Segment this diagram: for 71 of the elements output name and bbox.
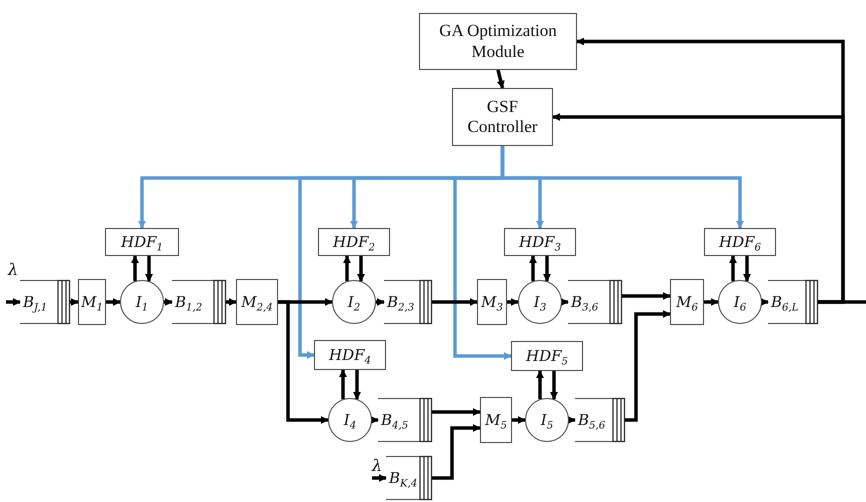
buffer-label: B$_{J,1}$ <box>22 293 48 311</box>
process-circle: I$_{3}$ <box>518 280 562 324</box>
queue-buffer <box>20 280 70 324</box>
arrow <box>512 416 526 424</box>
process-box: HDF$_{4}$ <box>314 340 386 370</box>
process-circle: I$_{5}$ <box>525 398 569 442</box>
process-box: M$_{6}$ <box>670 279 704 325</box>
arrow <box>343 255 351 282</box>
arrow <box>760 298 769 306</box>
process-circle: I$_{4}$ <box>328 398 372 442</box>
arrow <box>625 310 671 422</box>
arrow <box>131 255 139 282</box>
arrow <box>550 371 558 400</box>
queue-buffer <box>172 280 226 324</box>
process-box: HDF$_{2}$ <box>318 228 390 256</box>
arrow <box>145 256 153 282</box>
queue-buffer <box>768 280 818 324</box>
process-box: HDF$_{3}$ <box>504 228 576 256</box>
arrow <box>376 298 385 306</box>
queue-buffer <box>378 398 432 442</box>
arrow <box>432 298 478 306</box>
arrow <box>353 370 361 400</box>
buffer-label: B$_{4,5}$ <box>380 411 408 429</box>
arrow <box>357 256 365 282</box>
queue-buffer <box>575 398 625 442</box>
connector-line <box>818 300 866 304</box>
arrow <box>543 256 551 282</box>
arrow <box>496 70 505 89</box>
process-box: GA Optimization Module <box>419 13 577 70</box>
edge-label: λ <box>372 458 382 474</box>
process-circle: I$_{6}$ <box>718 280 762 324</box>
queue-buffer <box>384 280 432 324</box>
arrow <box>729 255 737 282</box>
queue-buffer <box>568 280 622 324</box>
process-box: M$_{5}$ <box>480 397 512 443</box>
queue-buffer <box>386 456 432 500</box>
arrow <box>370 416 379 424</box>
arrow <box>164 298 173 306</box>
arrow <box>432 424 481 480</box>
process-box: M$_{1}$ <box>78 279 106 325</box>
arrow <box>70 298 79 306</box>
arrow <box>226 298 237 306</box>
process-circle: I$_{2}$ <box>332 280 376 324</box>
arrow <box>560 298 569 306</box>
arrow <box>278 300 329 424</box>
arrow <box>6 298 21 306</box>
process-box: M$_{3}$ <box>477 279 507 325</box>
arrow <box>529 255 537 282</box>
buffer-label: B$_{1,2}$ <box>174 293 202 311</box>
buffer-label: B$_{2,3}$ <box>386 293 414 311</box>
arrow <box>432 408 481 416</box>
process-box: HDF$_{5}$ <box>511 341 583 371</box>
buffer-label: B$_{5,6}$ <box>576 411 606 429</box>
arrow <box>568 416 576 424</box>
arrow <box>507 298 519 306</box>
buffer-label: B$_{3,6}$ <box>570 293 598 311</box>
arrow <box>743 256 751 282</box>
process-box: HDF$_{6}$ <box>704 228 776 256</box>
process-box: HDF$_{1}$ <box>105 228 179 256</box>
buffer-label: B$_{K,4}$ <box>388 469 418 487</box>
arrow <box>536 370 544 400</box>
arrow <box>704 298 719 306</box>
process-box: M$_{2,4}$ <box>236 279 278 325</box>
arrow <box>622 292 671 300</box>
buffer-label: B$_{6,L}$ <box>770 293 799 311</box>
edge-label: λ <box>8 262 18 278</box>
arrow <box>372 474 387 482</box>
arrow <box>339 369 347 400</box>
process-box: GSF Controller <box>452 88 553 146</box>
arrow <box>106 298 121 306</box>
process-circle: I$_{1}$ <box>120 280 164 324</box>
